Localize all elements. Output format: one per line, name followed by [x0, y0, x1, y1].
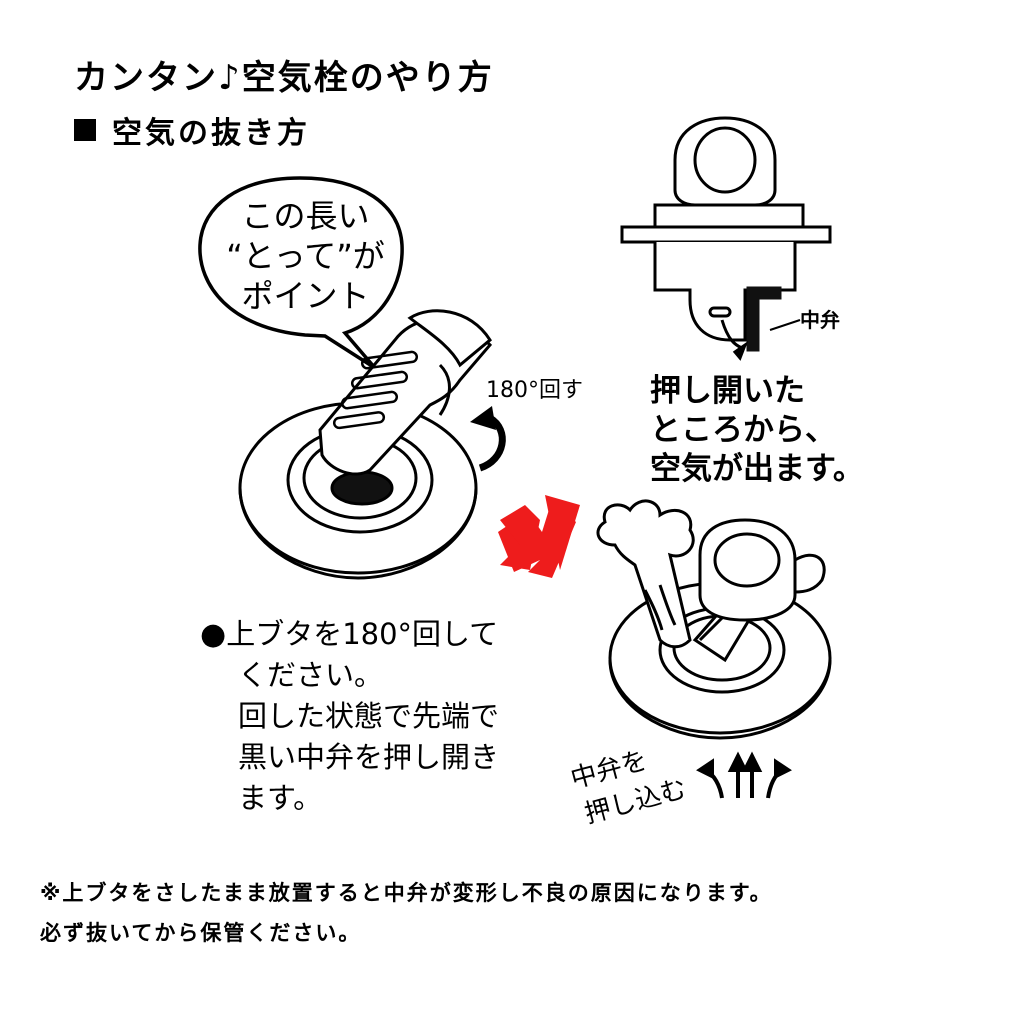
air-description-line-3: 空気が出ます。 — [650, 451, 864, 487]
lid-rotated-illustration — [238, 309, 493, 580]
rotate-arrow-icon — [470, 406, 506, 472]
instruction-line-1: 上ブタを180°回して — [226, 617, 499, 651]
speech-bubble-text: この長い “とって”が ポイント — [218, 196, 393, 316]
cross-section-illustration — [620, 116, 832, 361]
rotate-label: 180°回す — [486, 378, 583, 403]
footnote-line-2: 必ず抜いてから保管ください。 — [40, 921, 362, 945]
bullet-icon: ● — [200, 617, 227, 652]
instructions: ●上ブタを180°回して ください。 回した状態で先端で 黒い中弁を押し開き ま… — [200, 614, 580, 819]
air-cloud-icon — [596, 499, 695, 649]
bubble-line-2: “とって”が — [226, 237, 385, 275]
footnote: ※上ブタをさしたまま放置すると中弁が変形し不良の原因になります。 必ず抜いてから… — [40, 873, 1010, 953]
air-description-line-2: ところから、 — [650, 412, 836, 448]
instruction-line-4: 黒い中弁を押し開き — [238, 740, 500, 774]
speech-bubble — [198, 176, 404, 370]
footnote-line-1: ※上ブタをさしたまま放置すると中弁が変形し不良の原因になります。 — [40, 881, 773, 905]
square-bullet-icon — [74, 119, 96, 141]
air-description: 押し開いた ところから、 空気が出ます。 — [650, 372, 890, 489]
air-release-illustration — [596, 499, 832, 740]
instruction-line-2: ください。 — [238, 658, 384, 692]
push-up-arrows-icon — [696, 751, 792, 799]
bubble-line-1: この長い — [241, 197, 370, 235]
bubble-line-3: ポイント — [241, 277, 370, 315]
instruction-line-3: 回した状態で先端で — [238, 699, 500, 733]
valve-label: 中弁 — [800, 308, 840, 332]
handle-grip-slots — [332, 350, 419, 430]
section-heading-text: 空気の抜き方 — [112, 116, 310, 151]
instruction-line-5: ます。 — [238, 781, 323, 815]
red-arrow-icon — [498, 495, 580, 578]
page-title: カンタン♪空気栓のやり方 — [74, 58, 494, 98]
air-description-line-1: 押し開いた — [650, 373, 805, 409]
section-heading: 空気の抜き方 — [74, 108, 310, 152]
